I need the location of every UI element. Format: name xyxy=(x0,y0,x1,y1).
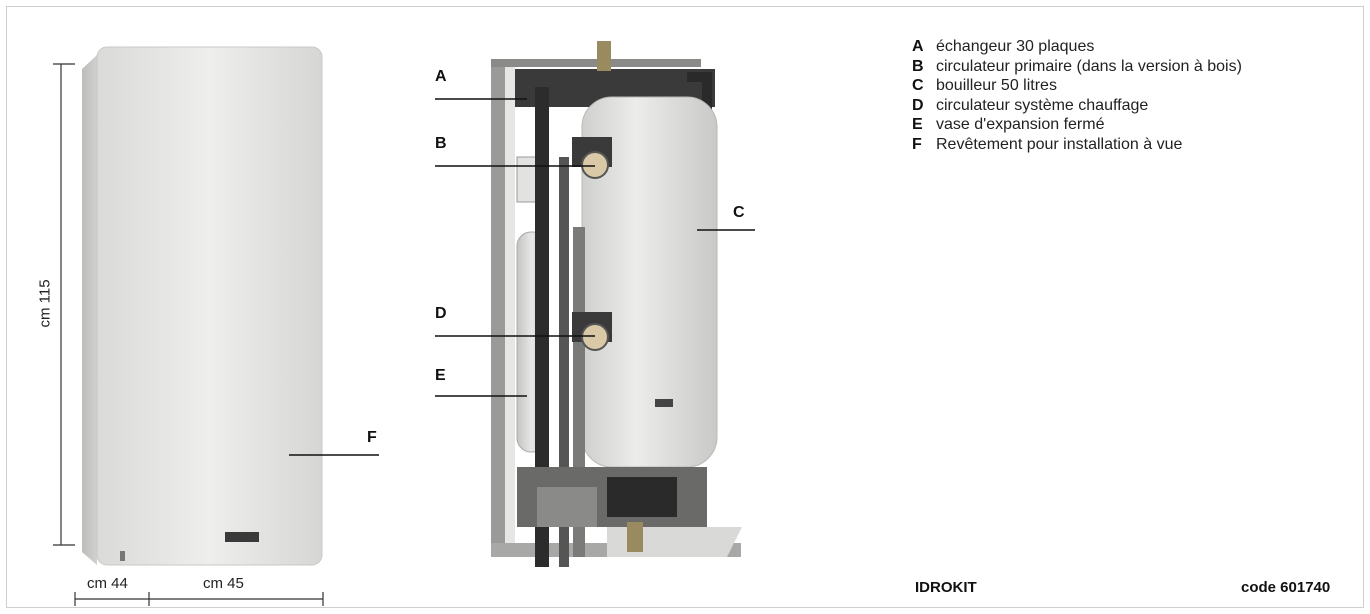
legend-key: D xyxy=(912,96,924,114)
product-name: IDROKIT xyxy=(915,579,977,596)
open-unit xyxy=(491,41,742,567)
product-illustration xyxy=(53,41,755,606)
callout-d: D xyxy=(435,305,447,322)
height-dimension-label: cm 115 xyxy=(36,279,54,328)
callout-leaders xyxy=(435,98,755,397)
diagram-frame: cm 115 cm 44 cm 45 A B C D E F A échange… xyxy=(6,6,1364,608)
unit-frame xyxy=(491,59,505,557)
legend-text: circulateur système chauffage xyxy=(936,96,1149,114)
callout-c: C xyxy=(733,204,745,221)
legend-item-a: A échangeur 30 plaques xyxy=(912,37,1242,57)
legend-text: bouilleur 50 litres xyxy=(936,77,1057,95)
legend-text: vase d'expansion fermé xyxy=(936,116,1105,134)
callout-e: E xyxy=(435,367,446,384)
callout-f: F xyxy=(367,429,377,446)
depth-dimension-label: cm 44 xyxy=(87,575,128,592)
legend-key: F xyxy=(912,135,922,153)
legend-item-d: D circulateur système chauffage xyxy=(912,96,1242,116)
circulator-d xyxy=(581,323,609,351)
legend-key: C xyxy=(912,77,924,95)
circulator-b xyxy=(581,151,609,179)
legend-key: B xyxy=(912,57,924,75)
legend-item-e: E vase d'expansion fermé xyxy=(912,115,1242,135)
legend: A échangeur 30 plaques B circulateur pri… xyxy=(912,37,1242,155)
legend-text: échangeur 30 plaques xyxy=(936,38,1095,55)
cabinet-badge xyxy=(225,532,259,542)
product-code: code 601740 xyxy=(1241,579,1331,596)
callout-b: B xyxy=(435,135,447,152)
legend-key: A xyxy=(912,38,924,55)
legend-item-c: C bouilleur 50 litres xyxy=(912,76,1242,96)
legend-key: E xyxy=(912,116,923,134)
legend-text: Revêtement pour installation à vue xyxy=(936,135,1183,153)
closed-cabinet xyxy=(82,46,323,566)
callout-a: A xyxy=(435,68,447,85)
cabinet-front-panel xyxy=(96,46,323,566)
base-dimensions xyxy=(74,592,324,606)
cabinet-foot xyxy=(120,551,125,561)
legend-item-f: F Revêtement pour installation à vue xyxy=(912,135,1242,155)
legend-text: circulateur primaire (dans la version à … xyxy=(936,57,1242,75)
width-dimension-label: cm 45 xyxy=(203,575,244,592)
legend-item-b: B circulateur primaire (dans la version … xyxy=(912,57,1242,77)
cabinet-side-panel xyxy=(82,55,97,565)
height-dimension xyxy=(53,63,75,546)
